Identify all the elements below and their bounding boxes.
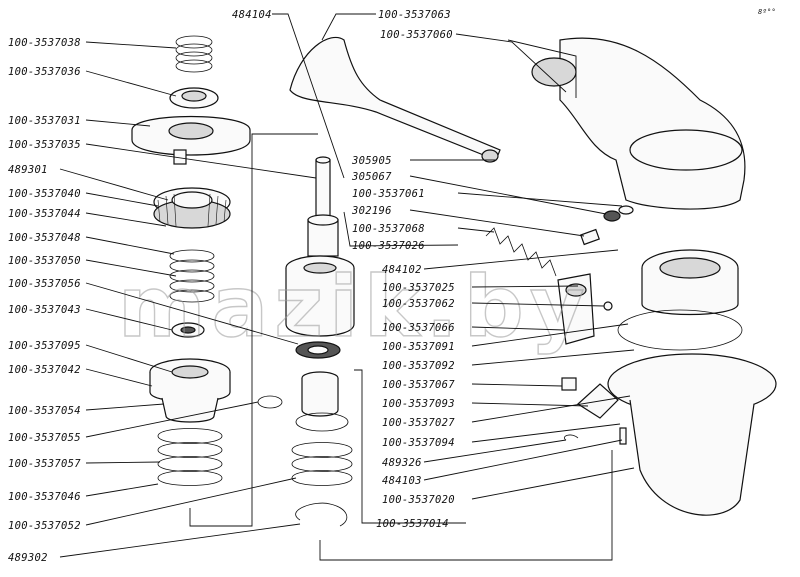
grouping-brackets — [189, 39, 613, 561]
label-100-3537091: 100-3537091 — [382, 341, 455, 353]
label-100-3537050: 100-3537050 — [8, 255, 81, 267]
label-100-3537038: 100-3537038 — [8, 37, 81, 49]
spring-cap — [169, 87, 219, 109]
label-100-3537055: 100-3537055 — [8, 432, 81, 444]
leader-lines-right — [343, 159, 635, 524]
small-washers — [580, 205, 634, 246]
base-housing — [577, 309, 777, 516]
small-washer — [171, 322, 205, 338]
labels-left: 100-3537038 100-3537036 100-3537031 100-… — [8, 37, 81, 564]
label-489301: 489301 — [8, 164, 48, 176]
label-100-3537035: 100-3537035 — [8, 139, 81, 151]
valve-body — [285, 255, 355, 337]
watermark: mazik.by — [118, 258, 591, 356]
pin-small — [561, 301, 627, 445]
spring-lower-centre — [291, 442, 353, 486]
label-100-3537031: 100-3537031 — [8, 115, 81, 127]
spring-mid-left — [169, 249, 215, 303]
label-100-3537027: 100-3537027 — [382, 417, 455, 429]
label-100-3537014: 100-3537014 — [376, 518, 449, 530]
spring-top — [175, 35, 213, 73]
labels-right: 305905 305067 100-3537061 302196 100-353… — [351, 155, 455, 530]
leader-lines-left — [59, 41, 317, 558]
label-100-3537046: 100-3537046 — [8, 491, 81, 503]
label-100-3537068: 100-3537068 — [352, 223, 425, 235]
spring-detent — [485, 227, 557, 277]
label-484102: 484102 — [382, 264, 422, 276]
label-100-3537095: 100-3537095 — [8, 340, 81, 352]
label-100-3537093: 100-3537093 — [382, 398, 455, 410]
label-100-3537092: 100-3537092 — [382, 360, 455, 372]
leader-lines-top — [272, 13, 567, 179]
piston — [301, 371, 339, 417]
label-302196: 302196 — [351, 205, 392, 217]
label-100-3537025: 100-3537025 — [382, 282, 455, 294]
label-484104: 484104 — [232, 9, 272, 21]
label-100-3537063: 100-3537063 — [378, 9, 451, 21]
label-100-3537044: 100-3537044 — [8, 208, 81, 220]
label-100-3537094: 100-3537094 — [382, 437, 455, 449]
seal-ring — [295, 341, 341, 359]
label-305067: 305067 — [351, 171, 392, 183]
label-100-3537020: 100-3537020 — [382, 494, 455, 506]
lower-cup — [149, 358, 231, 423]
label-100-3537040: 100-3537040 — [8, 188, 81, 200]
label-489302: 489302 — [8, 552, 48, 564]
label-100-3537067: 100-3537067 — [382, 379, 455, 391]
upper-flange-plate — [131, 115, 251, 165]
gear-lever — [289, 36, 501, 163]
label-100-3537060: 100-3537060 — [380, 29, 453, 41]
housing-cover — [531, 37, 746, 210]
corner-mark: 8º°° — [758, 8, 776, 16]
label-100-3537043: 100-3537043 — [8, 304, 81, 316]
label-484103: 484103 — [382, 475, 422, 487]
label-489326: 489326 — [382, 457, 422, 469]
snap-ring — [295, 502, 348, 527]
label-100-3537062: 100-3537062 — [382, 298, 455, 310]
label-100-3537066: 100-3537066 — [382, 322, 455, 334]
spring-lower-left — [157, 428, 223, 486]
label-305905: 305905 — [351, 155, 392, 167]
label-100-3537036: 100-3537036 — [8, 66, 81, 78]
bearing-cage — [153, 187, 231, 229]
base-ring — [641, 249, 739, 316]
label-100-3537057: 100-3537057 — [8, 458, 81, 470]
labels-top: 484104 100-3537063 100-3537060 — [232, 9, 453, 41]
label-100-3537048: 100-3537048 — [8, 232, 81, 244]
label-100-3537054: 100-3537054 — [8, 405, 81, 417]
detent-block — [557, 273, 595, 345]
label-100-3537061: 100-3537061 — [352, 188, 425, 200]
centre-shaft — [307, 156, 339, 257]
label-100-3537052: 100-3537052 — [8, 520, 81, 532]
label-100-3537056: 100-3537056 — [8, 278, 81, 290]
label-100-3537042: 100-3537042 — [8, 364, 81, 376]
